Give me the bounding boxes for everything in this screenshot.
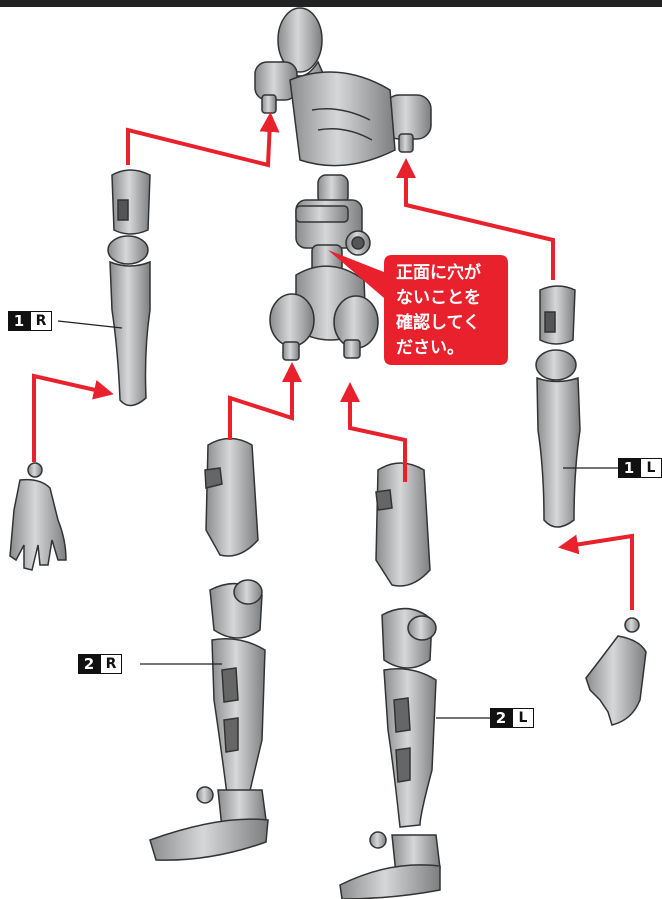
part-label-1l: 1 L xyxy=(618,458,662,478)
arrow-1r-to-torso xyxy=(126,112,280,168)
part-number: 2 xyxy=(78,654,100,674)
part-side: L xyxy=(640,458,662,478)
part-label-2r: 2 R xyxy=(78,654,122,674)
part-number: 1 xyxy=(8,311,30,331)
part-label-1r: 1 R xyxy=(8,311,52,331)
part-side: R xyxy=(100,654,122,674)
torso-part xyxy=(254,7,432,361)
arm-part-1l xyxy=(535,285,581,528)
part-number: 1 xyxy=(618,458,640,478)
hand-part-left xyxy=(585,617,647,726)
callout-line-1: 正面に穴が xyxy=(396,263,481,283)
part-side: R xyxy=(30,311,52,331)
hand-part-right xyxy=(9,462,67,571)
callout-line-3: 確認してく xyxy=(396,313,480,333)
leg-part-2l xyxy=(339,462,441,899)
callout-line-4: ださい。 xyxy=(396,338,464,358)
arrow-2r-to-torso xyxy=(228,362,302,440)
leg-part-2r xyxy=(149,437,269,861)
arrow-2l-to-torso xyxy=(340,382,407,482)
callout-shape xyxy=(328,250,508,365)
part-label-2l: 2 L xyxy=(490,708,534,728)
assembly-arrows xyxy=(32,112,634,610)
part-number: 2 xyxy=(490,708,512,728)
top-bar xyxy=(0,0,662,7)
arm-part-1r xyxy=(107,169,151,407)
callout-line-2: ないことを xyxy=(396,288,481,308)
callout-note: 正面に穴が ないことを 確認してく ださい。 xyxy=(384,255,508,365)
part-side: L xyxy=(512,708,534,728)
arrow-hand-l xyxy=(558,533,634,610)
arrow-1l-to-torso xyxy=(396,158,555,280)
arrow-hand-r xyxy=(32,373,114,462)
leader-lines xyxy=(57,320,618,719)
